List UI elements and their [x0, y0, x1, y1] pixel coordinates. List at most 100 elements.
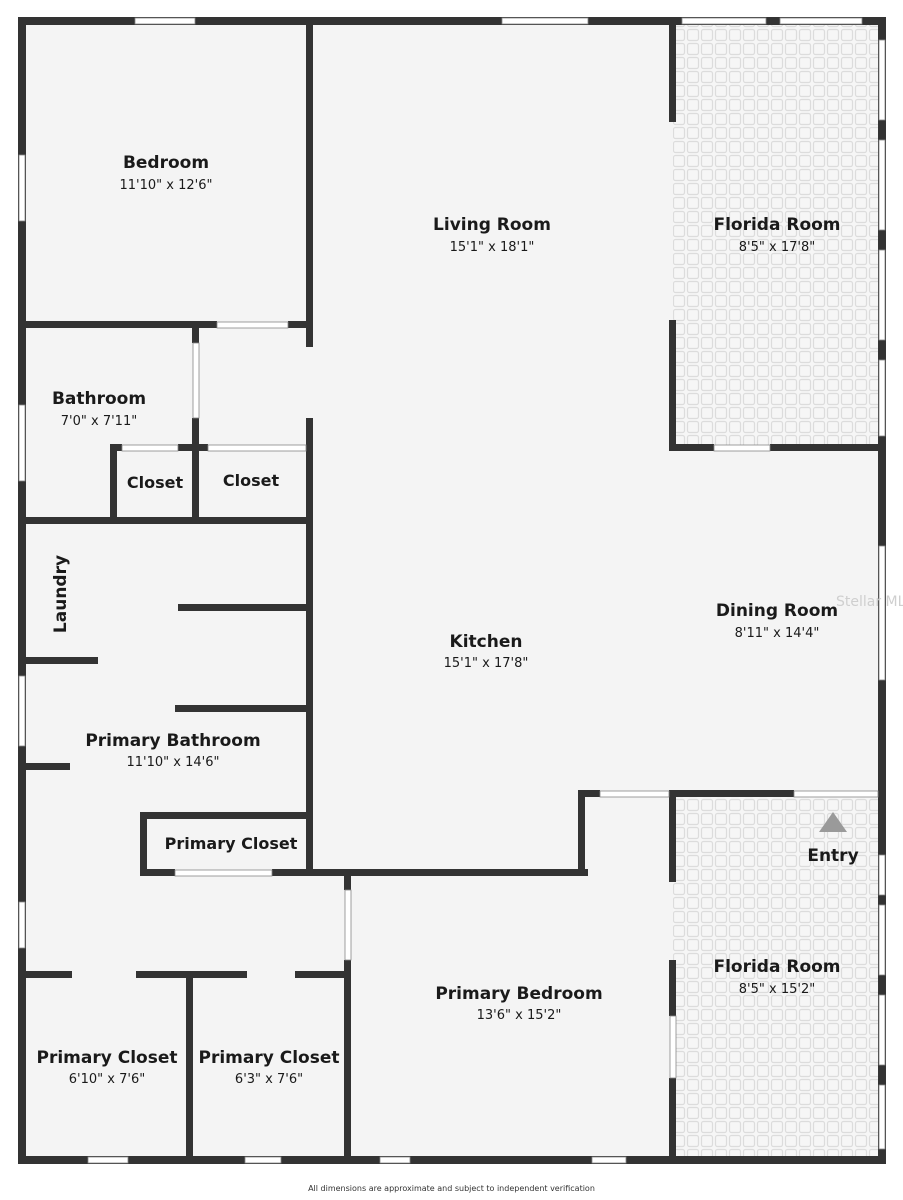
- window: [591, 1156, 627, 1164]
- room-dims-bathroom: 7'0" x 7'11": [61, 414, 137, 429]
- wall-primary-closet-left: [140, 812, 147, 876]
- room-name-primary-closet-2: Primary Closet: [199, 1048, 340, 1068]
- wall-primary-closet-bottom-right: [272, 869, 588, 876]
- window: [501, 17, 589, 25]
- window: [713, 444, 771, 452]
- wall-primary-closet-top: [140, 812, 312, 819]
- window: [793, 790, 879, 798]
- window: [121, 444, 179, 452]
- wall-closets-divider: [186, 971, 193, 1160]
- room-dims-bedroom: 11'10" x 12'6": [120, 178, 213, 193]
- room-dims-florida-room-top: 8'5" x 17'8": [739, 240, 815, 255]
- wall-closets-top-1: [22, 971, 72, 978]
- room-name-dining-room: Dining Room: [716, 601, 838, 621]
- wall-closets-top-3: [295, 971, 348, 978]
- window: [878, 139, 886, 231]
- room-dims-dining-room: 8'11" x 14'4": [735, 626, 820, 641]
- room-dims-living-room: 15'1" x 18'1": [450, 240, 535, 255]
- windows: [18, 17, 886, 1164]
- room-name-kitchen: Kitchen: [450, 632, 523, 652]
- wall-partition-4: [22, 763, 70, 770]
- room-name-living-room: Living Room: [433, 215, 551, 235]
- window: [878, 994, 886, 1066]
- room-dims-kitchen: 15'1" x 17'8": [444, 656, 529, 671]
- room-name-bathroom: Bathroom: [52, 389, 146, 409]
- wall-exterior-bottom: [18, 1156, 886, 1164]
- window: [878, 904, 886, 976]
- floor-florida-room-bottom: [673, 795, 882, 1162]
- room-name-closet-b: Closet: [223, 471, 280, 490]
- window: [878, 359, 886, 437]
- wall-partition-3: [175, 705, 309, 712]
- wall-entry-top-left: [669, 790, 794, 797]
- wall-florida-top-left-upper: [669, 22, 676, 122]
- window: [18, 901, 26, 949]
- wall-closet-top-mid: [178, 444, 208, 451]
- window: [878, 1084, 886, 1150]
- floor-florida-room-top: [673, 20, 882, 448]
- wall-florida-top-left-lower: [669, 320, 676, 450]
- wall-partition-2: [22, 657, 98, 664]
- footer-disclaimer: All dimensions are approximate and subje…: [308, 1184, 595, 1193]
- wall-exterior-top: [18, 17, 886, 25]
- wall-florida-bottom-left-bottom: [669, 1078, 676, 1160]
- entry-arrow-icon: [819, 812, 847, 832]
- wall-laundry-top: [22, 517, 312, 524]
- window: [379, 1156, 411, 1164]
- room-name-primary-bedroom: Primary Bedroom: [435, 984, 602, 1004]
- wall-bathroom-right-lower: [192, 418, 199, 524]
- room-name-bedroom: Bedroom: [123, 153, 209, 173]
- window: [878, 545, 886, 681]
- window: [18, 675, 26, 747]
- window: [134, 17, 196, 25]
- window: [344, 889, 352, 961]
- wall-closet-left: [110, 444, 117, 524]
- wall-florida-top-bottom-right: [770, 444, 882, 451]
- window: [18, 404, 26, 482]
- window: [244, 1156, 282, 1164]
- room-dims-primary-closet-2: 6'3" x 7'6": [235, 1072, 303, 1087]
- window: [681, 17, 767, 25]
- window: [878, 249, 886, 341]
- wall-kitchen-step: [578, 790, 585, 876]
- room-name-laundry: Laundry: [51, 555, 71, 633]
- window: [18, 154, 26, 222]
- room-name-primary-closet-1: Primary Closet: [37, 1048, 178, 1068]
- wall-florida-bottom-left-upper: [669, 790, 676, 882]
- room-name-primary-closet-small: Primary Closet: [165, 834, 298, 853]
- wall-primary-closet-bottom-left: [140, 869, 175, 876]
- wall-exterior-left: [18, 17, 26, 1164]
- room-dims-primary-closet-1: 6'10" x 7'6": [69, 1072, 145, 1087]
- window: [207, 444, 307, 452]
- window: [87, 1156, 129, 1164]
- room-name-primary-bathroom: Primary Bathroom: [85, 731, 260, 751]
- room-dims-primary-bathroom: 11'10" x 14'6": [127, 755, 220, 770]
- window: [216, 321, 289, 329]
- wall-bedroom-right: [306, 22, 313, 347]
- wall-bedroom-bottom: [22, 321, 217, 328]
- room-name-florida-room-top: Florida Room: [713, 215, 840, 235]
- wall-partition-1: [178, 604, 309, 611]
- room-dims-florida-room-bottom: 8'5" x 15'2": [739, 982, 815, 997]
- window: [174, 869, 273, 877]
- window: [192, 342, 200, 419]
- window: [669, 1015, 677, 1079]
- room-name-entry: Entry: [807, 846, 858, 866]
- wall-kitchen-step-top: [578, 790, 600, 797]
- room-name-closet-a: Closet: [127, 473, 184, 492]
- room-labels: Bedroom 11'10" x 12'6" Living Room 15'1"…: [37, 153, 859, 1087]
- window: [878, 854, 886, 896]
- window: [779, 17, 863, 25]
- room-dims-primary-bedroom: 13'6" x 15'2": [477, 1008, 562, 1023]
- wall-florida-bottom-left-lower: [669, 960, 676, 1016]
- window: [599, 790, 670, 798]
- room-name-florida-room-bottom: Florida Room: [713, 957, 840, 977]
- wall-primary-bedroom-left-lower: [344, 960, 351, 1160]
- wall-bathroom-right-upper: [192, 321, 199, 343]
- watermark: Stellar MLS: [836, 594, 903, 610]
- wall-florida-top-bottom-left: [669, 444, 714, 451]
- wall-bedroom-bottom-right: [288, 321, 312, 328]
- wall-primary-bedroom-left-upper: [344, 872, 351, 890]
- wall-hall-right: [306, 418, 313, 876]
